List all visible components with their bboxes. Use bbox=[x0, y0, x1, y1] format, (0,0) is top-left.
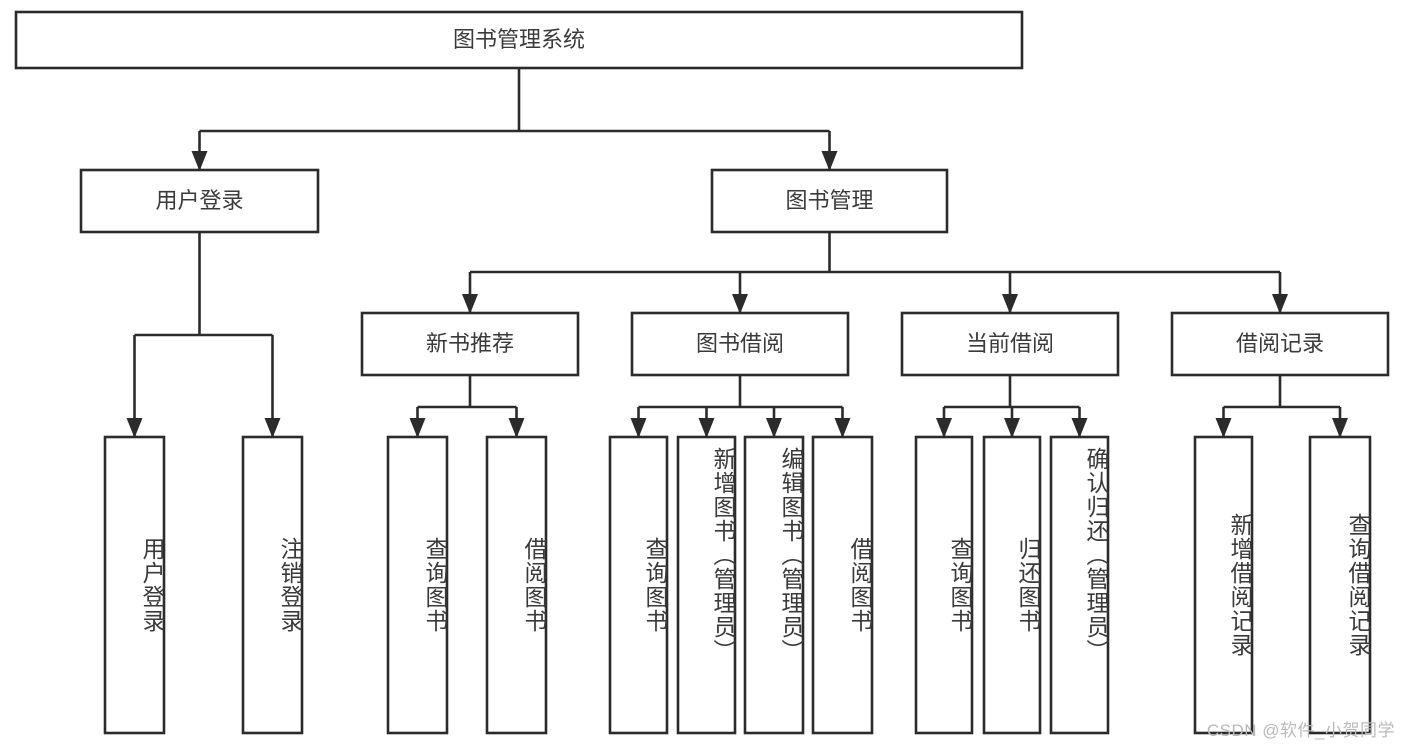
arrow-head-icon bbox=[409, 418, 426, 438]
node-box-leaf-add-record[interactable] bbox=[1193, 435, 1254, 735]
arrow-head-icon bbox=[1071, 418, 1088, 438]
node-box-borrow-record[interactable] bbox=[1170, 311, 1390, 377]
node-box-leaf-edit-book[interactable] bbox=[743, 435, 805, 735]
arrow-head-icon bbox=[1332, 418, 1348, 438]
arrow-head-icon bbox=[766, 418, 782, 438]
arrow-head-icon bbox=[1272, 294, 1288, 314]
node-box-book-manage[interactable] bbox=[710, 168, 949, 234]
arrow-head-icon bbox=[698, 418, 715, 438]
node-box-leaf-query-book-3[interactable] bbox=[914, 435, 974, 735]
node-label-book-borrow: 图书借阅 bbox=[696, 331, 784, 356]
node-label-user-login: 用户登录 bbox=[155, 188, 243, 213]
arrow-head-icon bbox=[1002, 294, 1018, 314]
node-label-root: 图书管理系统 bbox=[453, 27, 585, 52]
arrow-head-icon bbox=[508, 418, 525, 438]
node-box-leaf-return-book[interactable] bbox=[982, 435, 1042, 735]
node-box-current-borrow[interactable] bbox=[900, 311, 1120, 377]
arrow-head-icon bbox=[630, 418, 647, 438]
csdn-watermark: CSDN @软件_小贺同学 bbox=[1206, 721, 1395, 740]
arrow-head-icon bbox=[191, 151, 208, 171]
arrow-head-icon bbox=[732, 294, 748, 314]
node-box-new-book-recommend[interactable] bbox=[360, 311, 580, 377]
node-boxes-layer bbox=[14, 10, 1390, 735]
arrow-head-icon bbox=[821, 151, 838, 171]
arrow-head-icon bbox=[462, 294, 478, 314]
node-box-leaf-query-book-1[interactable] bbox=[386, 435, 449, 735]
node-box-leaf-add-book[interactable] bbox=[676, 435, 737, 735]
connectors-layer bbox=[126, 68, 1348, 438]
node-label-borrow-record: 借阅记录 bbox=[1236, 331, 1324, 356]
arrow-head-icon bbox=[126, 418, 143, 438]
arrow-head-icon bbox=[936, 418, 952, 438]
node-box-leaf-confirm-return[interactable] bbox=[1049, 435, 1110, 735]
node-box-leaf-borrow-book-2[interactable] bbox=[811, 435, 874, 735]
node-box-leaf-user-login[interactable] bbox=[103, 435, 166, 735]
arrow-head-icon bbox=[834, 418, 851, 438]
node-box-leaf-borrow-book-1[interactable] bbox=[485, 435, 548, 735]
node-label-current-borrow: 当前借阅 bbox=[966, 331, 1054, 356]
node-box-book-borrow[interactable] bbox=[630, 311, 850, 377]
arrow-head-icon bbox=[264, 418, 281, 438]
arrow-head-icon bbox=[1004, 418, 1020, 438]
node-box-leaf-query-record[interactable] bbox=[1308, 435, 1372, 735]
node-box-root[interactable] bbox=[14, 10, 1024, 70]
node-label-new-book-recommend: 新书推荐 bbox=[426, 331, 514, 356]
node-box-leaf-query-book-2[interactable] bbox=[608, 435, 669, 735]
node-box-user-login[interactable] bbox=[79, 168, 320, 234]
arrow-head-icon bbox=[1215, 418, 1232, 438]
node-box-leaf-user-logout[interactable] bbox=[241, 435, 304, 735]
node-label-book-manage: 图书管理 bbox=[785, 188, 873, 213]
